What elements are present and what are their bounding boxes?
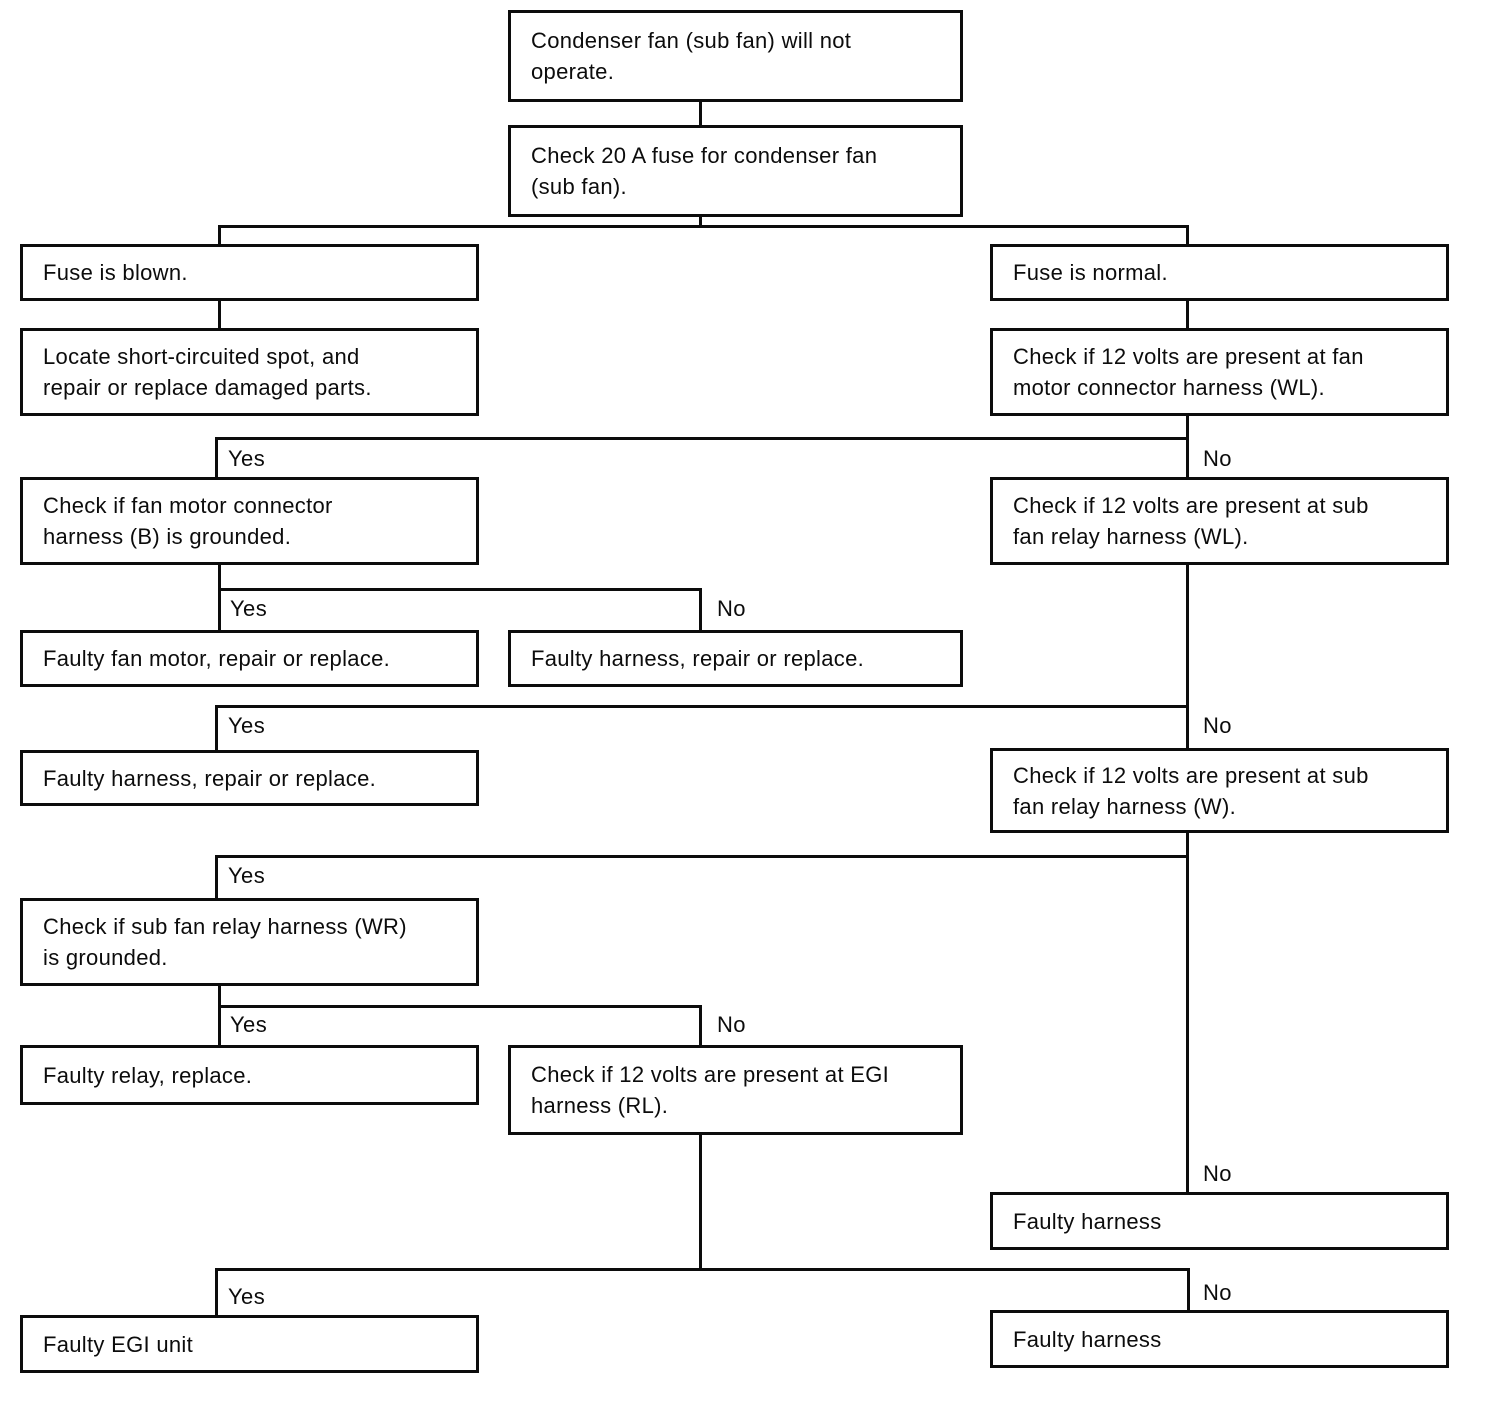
node-text: Fuse is blown. bbox=[43, 260, 188, 285]
flow-node-check-fuse: Check 20 A fuse for condenser fan (sub f… bbox=[508, 125, 963, 217]
connector-line bbox=[215, 855, 1189, 858]
connector-line bbox=[218, 986, 221, 1008]
connector-line bbox=[215, 437, 218, 477]
branch-label-yes: Yes bbox=[228, 713, 266, 738]
connector-line bbox=[1186, 855, 1189, 1192]
connector-line bbox=[699, 588, 702, 630]
node-text: Faulty EGI unit bbox=[43, 1331, 194, 1357]
connector-line bbox=[218, 588, 221, 630]
connector-line bbox=[215, 705, 218, 750]
connector-line bbox=[1186, 225, 1189, 244]
flow-node-check-12v-sub-relay-wl: Check if 12 volts are present at sub fan… bbox=[990, 477, 1449, 565]
node-text: Check if fan motor connector harness (B)… bbox=[43, 493, 333, 549]
flow-node-faulty-harness-no-b: Faulty harness, repair or replace. bbox=[508, 630, 963, 687]
connector-line bbox=[215, 705, 1189, 708]
flow-node-fuse-blown: Fuse is blown. bbox=[20, 244, 479, 301]
node-text: Condenser fan (sub fan) will not operate… bbox=[531, 28, 852, 84]
connector-line bbox=[1186, 565, 1189, 708]
node-text: Locate short-circuited spot, and repair … bbox=[43, 344, 372, 400]
connector-line bbox=[699, 1135, 702, 1271]
connector-line bbox=[1186, 416, 1189, 440]
connector-line bbox=[218, 225, 1189, 228]
node-text: Check if 12 volts are present at EGI har… bbox=[531, 1062, 890, 1118]
connector-line bbox=[1186, 437, 1189, 477]
node-text: Faulty harness bbox=[1013, 1208, 1162, 1234]
connector-line bbox=[1186, 301, 1189, 328]
flow-node-faulty-relay: Faulty relay, replace. bbox=[20, 1045, 479, 1105]
connector-line bbox=[218, 301, 221, 328]
flow-node-check-12v-fan-motor: Check if 12 volts are present at fan mot… bbox=[990, 328, 1449, 416]
branch-label-no: No bbox=[717, 596, 746, 621]
node-text: Check if sub fan relay harness (WR) is g… bbox=[43, 914, 407, 970]
flow-node-faulty-harness-no-w: Faulty harness bbox=[990, 1192, 1449, 1250]
flow-node-check-12v-egi: Check if 12 volts are present at EGI har… bbox=[508, 1045, 963, 1135]
flow-node-faulty-harness-yes-wl: Faulty harness, repair or replace. bbox=[20, 750, 479, 806]
connector-line bbox=[215, 1268, 1190, 1271]
node-text: Faulty harness, repair or replace. bbox=[43, 765, 377, 791]
connector-line bbox=[699, 102, 702, 125]
node-text: Faulty relay, replace. bbox=[43, 1062, 253, 1088]
flow-node-faulty-egi-unit: Faulty EGI unit bbox=[20, 1315, 479, 1373]
connector-line bbox=[215, 1268, 218, 1315]
connector-line bbox=[218, 565, 221, 591]
connector-line bbox=[215, 437, 1189, 440]
branch-label-no: No bbox=[1203, 446, 1232, 471]
node-text: Check if 12 volts are present at sub fan… bbox=[1013, 762, 1369, 819]
connector-line bbox=[699, 217, 702, 228]
node-text: Fuse is normal. bbox=[1013, 260, 1168, 285]
branch-label-no: No bbox=[1203, 1161, 1232, 1186]
connector-line bbox=[218, 1005, 702, 1008]
branch-label-yes: Yes bbox=[230, 596, 268, 621]
flow-node-check-sub-relay-ground: Check if sub fan relay harness (WR) is g… bbox=[20, 898, 479, 986]
flow-node-locate-short: Locate short-circuited spot, and repair … bbox=[20, 328, 479, 416]
node-text: Faulty fan motor, repair or replace. bbox=[43, 646, 391, 671]
connector-line bbox=[215, 855, 218, 898]
flow-node-fuse-normal: Fuse is normal. bbox=[990, 244, 1449, 301]
node-text: Check if 12 volts are present at fan mot… bbox=[1013, 344, 1364, 400]
connector-line bbox=[218, 1005, 221, 1045]
branch-label-no: No bbox=[1203, 713, 1232, 738]
connector-line bbox=[1186, 833, 1189, 858]
branch-label-no: No bbox=[1203, 1280, 1232, 1305]
flow-node-faulty-harness-no-egi: Faulty harness bbox=[990, 1310, 1449, 1368]
connector-line bbox=[1187, 1268, 1190, 1310]
branch-label-no: No bbox=[717, 1012, 746, 1037]
branch-label-yes: Yes bbox=[230, 1012, 268, 1037]
connector-line bbox=[1186, 705, 1189, 748]
connector-line bbox=[699, 1005, 702, 1045]
connector-line bbox=[218, 588, 702, 591]
branch-label-yes: Yes bbox=[228, 863, 266, 888]
branch-label-yes: Yes bbox=[228, 446, 266, 471]
node-text: Faulty harness, repair or replace. bbox=[531, 646, 865, 671]
flow-node-start: Condenser fan (sub fan) will not operate… bbox=[508, 10, 963, 102]
node-text: Faulty harness bbox=[1013, 1326, 1162, 1352]
node-text: Check if 12 volts are present at sub fan… bbox=[1013, 493, 1369, 549]
branch-label-yes: Yes bbox=[228, 1284, 266, 1309]
flow-node-check-fan-motor-ground: Check if fan motor connector harness (B)… bbox=[20, 477, 479, 565]
connector-line bbox=[218, 225, 221, 244]
flow-node-check-12v-sub-relay-w: Check if 12 volts are present at sub fan… bbox=[990, 748, 1449, 833]
flow-node-faulty-fan-motor: Faulty fan motor, repair or replace. bbox=[20, 630, 479, 687]
node-text: Check 20 A fuse for condenser fan (sub f… bbox=[531, 143, 878, 199]
